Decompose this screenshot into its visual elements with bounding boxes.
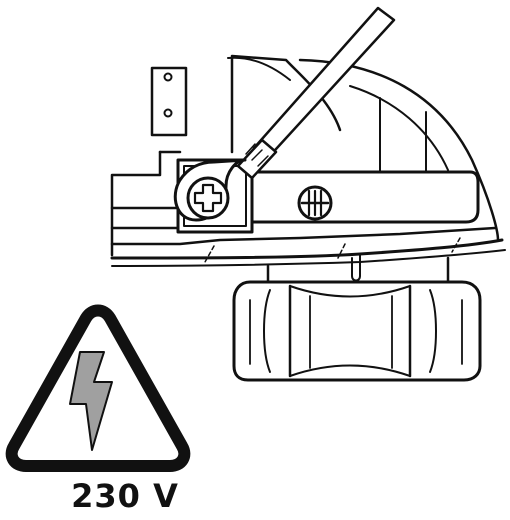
- mounting-bracket: [150, 54, 342, 154]
- hex-nut: [232, 253, 482, 382]
- voltage-label: 230 V: [71, 477, 179, 515]
- housing: [110, 58, 500, 257]
- ground-symbol-icon: [297, 185, 333, 221]
- high-voltage-warning-icon: [5, 304, 191, 472]
- phillips-screw-icon: [186, 176, 230, 220]
